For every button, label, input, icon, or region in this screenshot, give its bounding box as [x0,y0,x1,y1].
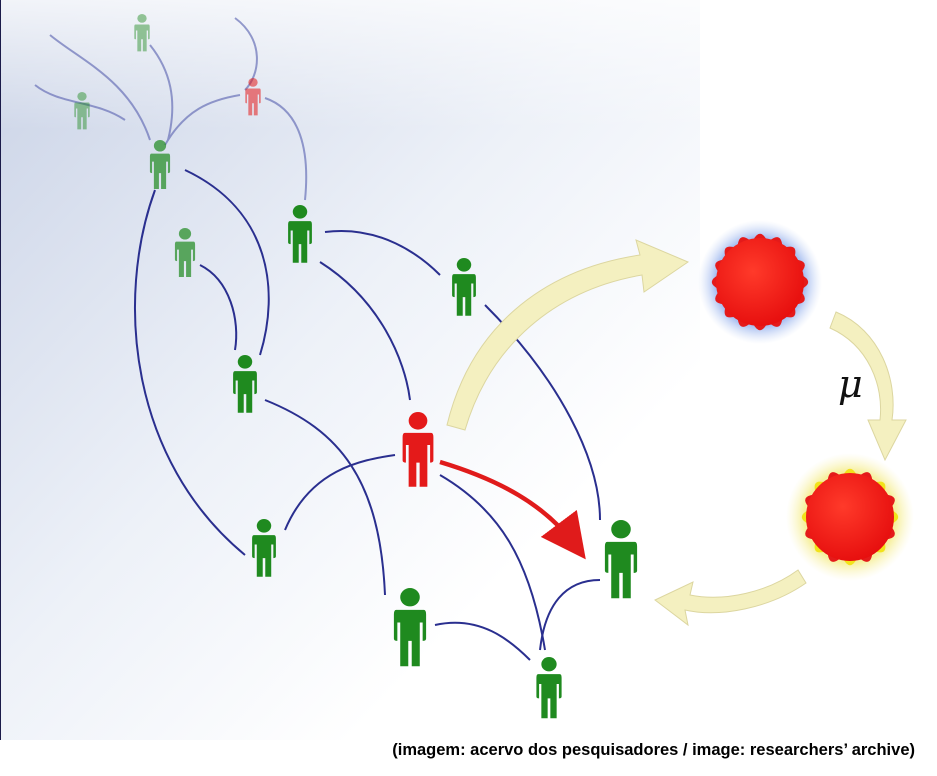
mutated-virus-icon [786,453,914,581]
mutation-cycle-arrows [446,239,907,627]
virus-icon [698,220,822,344]
mutation-symbol: μ [838,362,863,406]
transmission-arrow [439,459,586,560]
image-credit-caption: (imagem: acervo dos pesquisadores / imag… [392,741,915,759]
